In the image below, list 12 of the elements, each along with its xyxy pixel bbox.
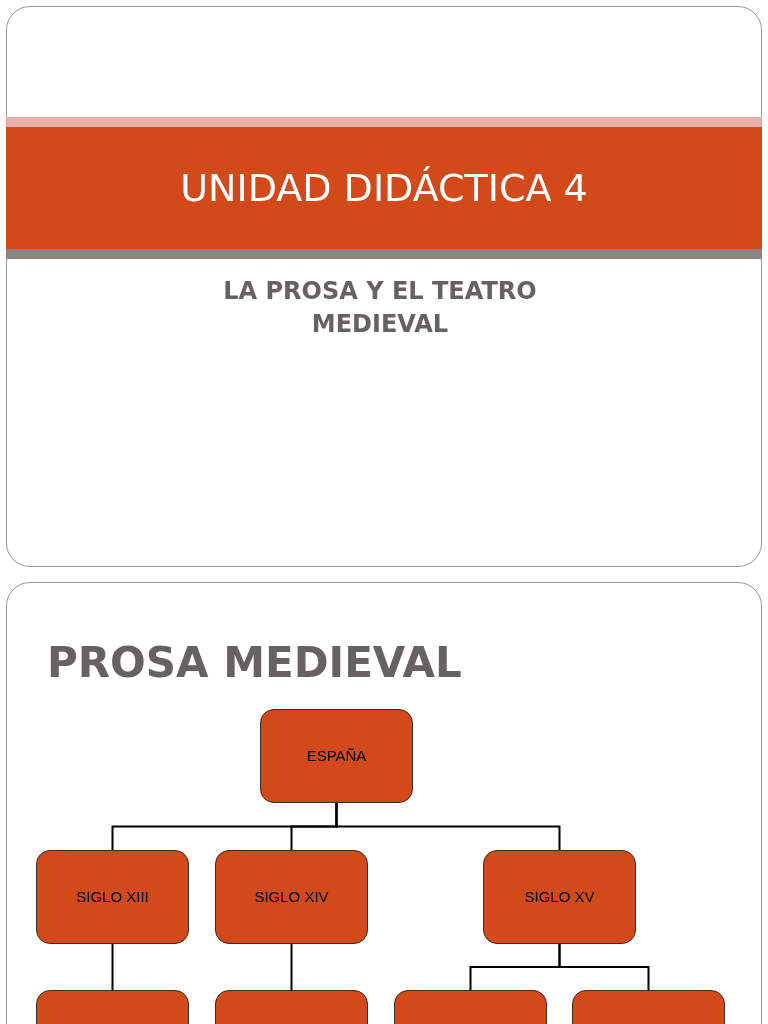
slide-title: UNIDAD DIDÁCTICA 4: [180, 164, 588, 212]
org-chart-box: SIGLO XIV: [215, 850, 368, 944]
title-band: [6, 127, 762, 249]
connector-line: [558, 943, 650, 991]
org-chart-box: SIGLO XV: [483, 850, 636, 944]
subtitle: LA PROSA Y EL TEATRO MEDIEVAL: [222, 276, 538, 340]
connector-line: [335, 802, 561, 851]
connector-line: [290, 943, 293, 991]
org-chart-box: SIGLO XIII: [36, 850, 189, 944]
connector-line: [111, 943, 114, 991]
slide-heading: PROSA MEDIEVAL: [47, 638, 462, 688]
org-chart-box: ESPAÑA: [260, 709, 413, 803]
